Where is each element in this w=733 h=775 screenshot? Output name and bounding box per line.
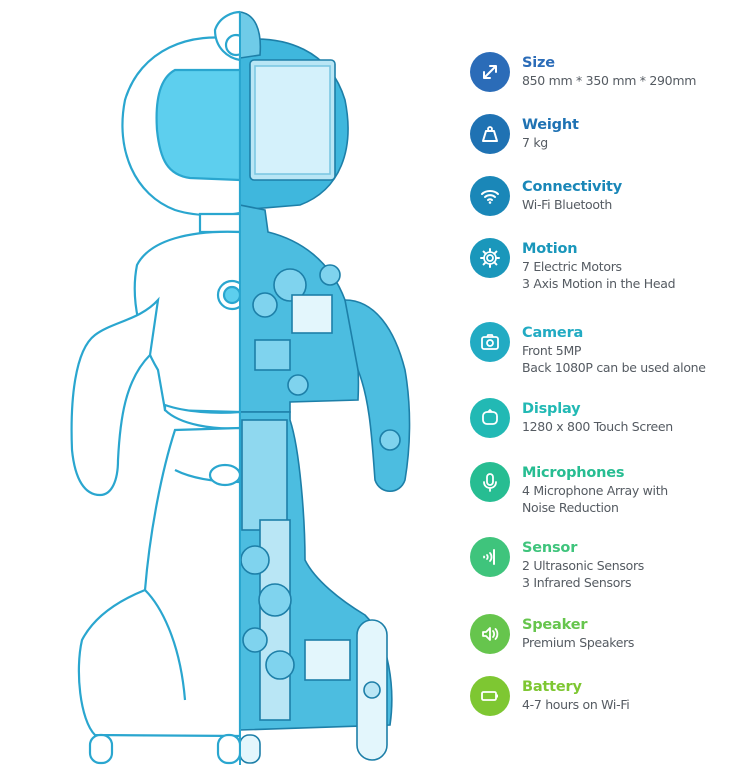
battery-icon bbox=[470, 676, 510, 716]
spec-item-size: Size 850 mm * 350 mm * 290mm bbox=[470, 52, 696, 92]
spec-value: 7 Electric Motors bbox=[522, 259, 622, 274]
spec-value: 3 Infrared Sensors bbox=[522, 575, 632, 590]
sensor-icon bbox=[470, 537, 510, 577]
spec-value: Premium Speakers bbox=[522, 635, 635, 650]
spec-title: Display bbox=[522, 401, 581, 417]
spec-value: 850 mm * 350 mm * 290mm bbox=[522, 73, 697, 88]
microphone-icon bbox=[470, 462, 510, 502]
robot-internal-cutaway bbox=[240, 11, 411, 764]
wifi-icon bbox=[470, 176, 510, 216]
spec-item-weight: Weight 7 kg bbox=[470, 114, 579, 154]
spec-item-display: Display 1280 x 800 Touch Screen bbox=[470, 398, 673, 438]
display-icon bbox=[470, 398, 510, 438]
spec-title: Motion bbox=[522, 241, 578, 257]
gear-icon bbox=[470, 238, 510, 278]
spec-value: Front 5MP bbox=[522, 343, 582, 358]
weight-icon bbox=[470, 114, 510, 154]
resize-arrows-icon bbox=[470, 52, 510, 92]
spec-title: Speaker bbox=[522, 617, 588, 633]
spec-value: Noise Reduction bbox=[522, 500, 619, 515]
robot-exterior-outline bbox=[70, 10, 240, 765]
spec-item-sensor: Sensor 2 Ultrasonic Sensors 3 Infrared Sen… bbox=[470, 537, 644, 591]
spec-title: Weight bbox=[522, 117, 579, 133]
robot-cutaway-illustration bbox=[70, 10, 411, 765]
spec-title: Connectivity bbox=[522, 179, 622, 195]
spec-value: 3 Axis Motion in the Head bbox=[522, 276, 676, 291]
spec-title: Microphones bbox=[522, 465, 625, 481]
spec-value: Wi-Fi Bluetooth bbox=[522, 197, 612, 212]
spec-title: Battery bbox=[522, 679, 582, 695]
camera-icon bbox=[470, 322, 510, 362]
spec-title: Size bbox=[522, 55, 555, 71]
spec-item-motion: Motion 7 Electric Motors 3 Axis Motion in … bbox=[470, 238, 676, 292]
spec-value: 1280 x 800 Touch Screen bbox=[522, 419, 673, 434]
spec-title: Sensor bbox=[522, 540, 578, 556]
spec-value: 7 kg bbox=[522, 135, 548, 150]
spec-value: 4 Microphone Array with bbox=[522, 483, 668, 498]
spec-value: 2 Ultrasonic Sensors bbox=[522, 558, 645, 573]
speaker-icon bbox=[470, 614, 510, 654]
spec-value: 4-7 hours on Wi-Fi bbox=[522, 697, 630, 712]
spec-value: Back 1080P can be used alone bbox=[522, 360, 706, 375]
spec-item-battery: Battery 4-7 hours on Wi-Fi bbox=[470, 676, 630, 716]
spec-title: Camera bbox=[522, 325, 584, 341]
